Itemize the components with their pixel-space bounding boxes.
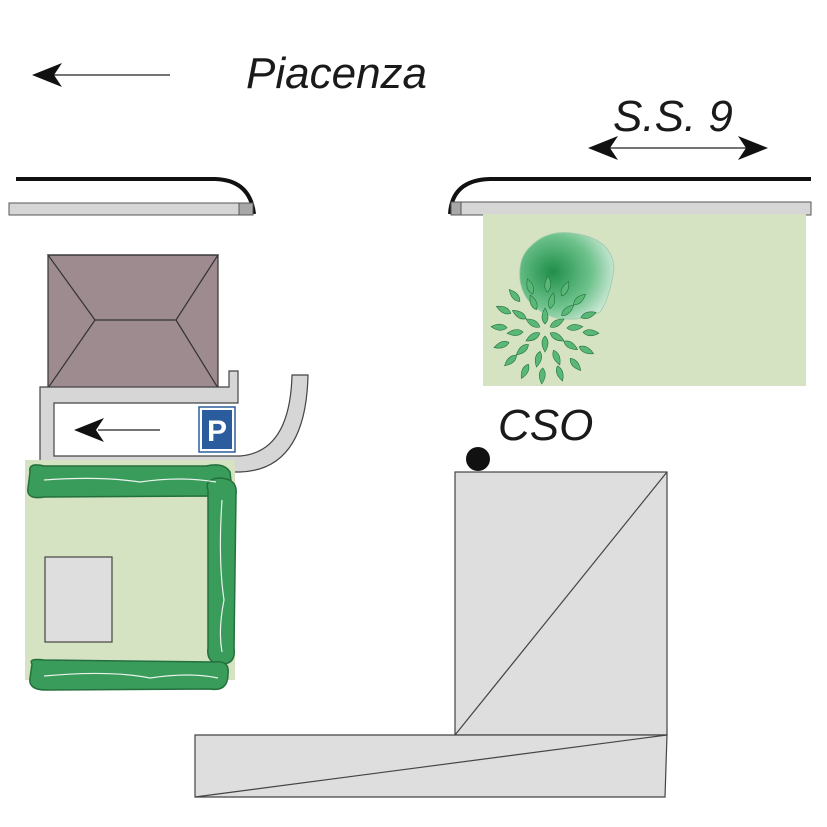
location-dot-icon xyxy=(466,447,490,471)
shrub-leaf xyxy=(511,310,527,320)
shrub-leaf xyxy=(520,363,530,380)
shrub-leaf xyxy=(556,365,564,382)
shrub-leaf xyxy=(580,311,597,319)
shrub-leaf xyxy=(578,345,595,355)
building-roof xyxy=(46,254,220,389)
shrub-leaf xyxy=(529,294,538,311)
shrub-leaf xyxy=(566,324,584,331)
shrub-leaf xyxy=(549,318,565,328)
arrow-left-icon xyxy=(74,418,160,442)
city-label: Piacenza xyxy=(246,49,427,98)
shrub-leaf xyxy=(538,367,546,385)
road-edge-left xyxy=(8,177,256,216)
shrub-leaf xyxy=(563,340,579,350)
arrow-left-icon xyxy=(32,63,170,87)
shrub-leaf xyxy=(506,329,524,336)
road-edge-right xyxy=(448,177,812,216)
shrub-leaf xyxy=(534,351,542,368)
shrub-leaf xyxy=(490,323,508,331)
hedge xyxy=(27,464,237,691)
double-arrow-icon xyxy=(588,136,768,160)
parking-sign-icon: P xyxy=(198,406,236,453)
shrub-leaf xyxy=(508,289,521,302)
shrub-leaf xyxy=(582,329,600,337)
shrub-leaf xyxy=(560,280,570,297)
tree-canopy xyxy=(519,232,615,320)
shrub-leaf xyxy=(526,278,534,295)
shrub-leaf xyxy=(573,293,586,306)
road-label: S.S. 9 xyxy=(613,92,733,141)
shrub-leaf xyxy=(541,335,549,353)
shrub-leaf xyxy=(548,292,556,309)
shrub-leaf xyxy=(569,358,582,371)
parking-label: P xyxy=(207,415,227,448)
shrub-leaf xyxy=(525,332,541,342)
site-label: CSO xyxy=(498,401,593,450)
parking-lot xyxy=(39,370,309,473)
shrub-leaf xyxy=(544,275,552,293)
shrub-leaf xyxy=(541,307,549,325)
main-building xyxy=(454,471,668,736)
small-building xyxy=(44,556,113,643)
lower-structure xyxy=(194,734,668,798)
shrub-cluster xyxy=(490,275,600,385)
shrub-leaf xyxy=(495,305,512,315)
shrub-leaf xyxy=(504,354,517,367)
shrub-leaf xyxy=(552,349,561,366)
shrub-leaf xyxy=(493,341,510,349)
